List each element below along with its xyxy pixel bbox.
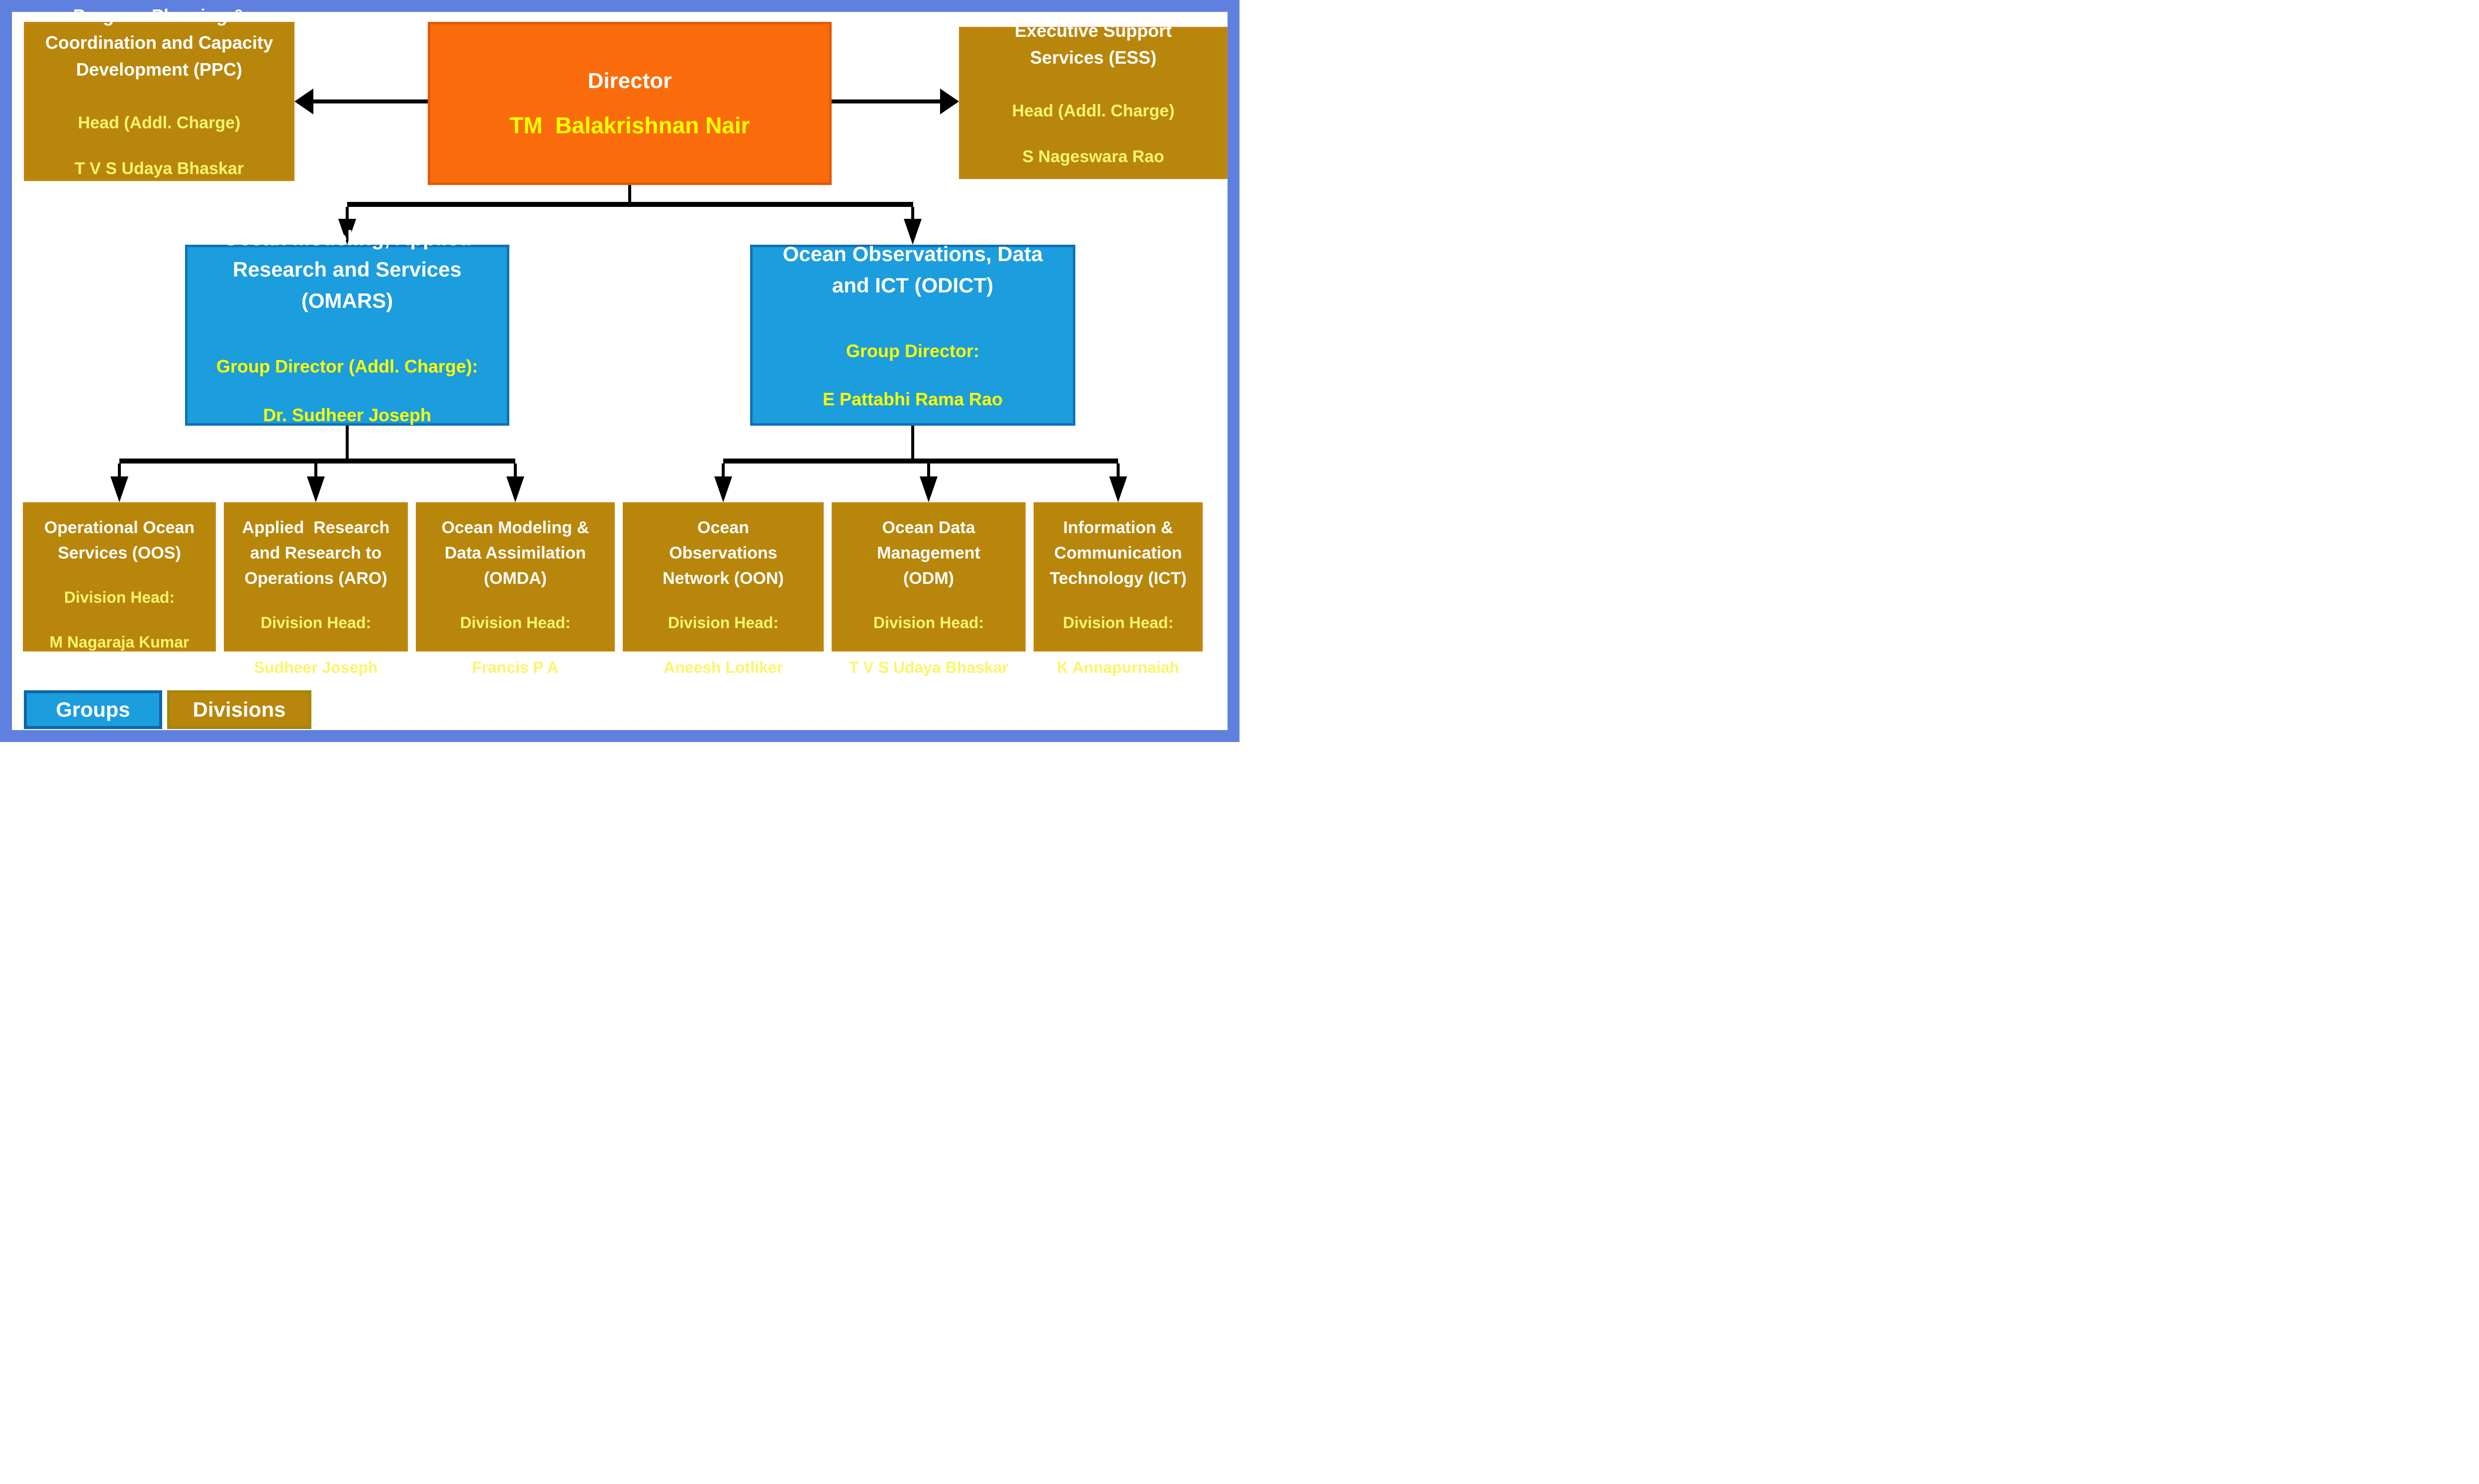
legend-divisions: Divisions <box>167 690 311 729</box>
omars-role: Group Director (Addl. Charge): <box>216 356 478 377</box>
connector-drop-ict-line <box>1117 464 1120 476</box>
ess-subtitle: Head (Addl. Charge) S Nageswara Rao <box>1012 79 1175 188</box>
oon-subtitle: Division Head: Aneesh Lotliker <box>664 591 783 699</box>
ppc-head: T V S Udaya Bhaskar <box>74 159 244 178</box>
aro-subtitle: Division Head: Sudheer Joseph <box>254 591 378 699</box>
node-group-odict: Ocean Observations, Data and ICT (ODICT)… <box>750 242 1075 426</box>
oos-subtitle: Division Head: M Nagaraja Kumar <box>50 566 190 674</box>
arrowhead-down-odm-icon <box>920 476 938 502</box>
odict-title: Ocean Observations, Data and ICT (ODICT) <box>782 242 1043 297</box>
omda-title: Ocean Modeling & Data Assimilation (OMDA… <box>441 518 589 588</box>
node-division-omda: Ocean Modeling & Data Assimilation (OMDA… <box>416 502 615 676</box>
connector-odict-stem <box>911 426 914 459</box>
connector-odict-bar <box>723 459 1118 464</box>
node-division-aro: Applied Research and Research to Operati… <box>224 502 408 676</box>
connector-level1-bar <box>347 202 913 207</box>
ppc-title: Program Planning & Coordination and Capa… <box>45 5 274 80</box>
oos-head: M Nagaraja Kumar <box>49 633 190 651</box>
odm-head: T V S Udaya Bhaskar <box>849 658 1009 677</box>
connector-drop-omars-line <box>346 207 349 221</box>
connector-director-stem <box>628 185 631 202</box>
connector-omars-stem <box>346 426 349 459</box>
legend-groups: Groups <box>24 690 162 729</box>
arrowhead-down-omda-icon <box>506 476 524 502</box>
odict-head: E Pattabhi Rama Rao <box>822 389 1003 409</box>
ess-head: S Nageswara Rao <box>1022 147 1164 166</box>
director-name: TM Balakrishnan Nair <box>509 112 750 138</box>
ppc-role: Head (Addl. Charge) <box>78 113 241 132</box>
node-division-oon: Ocean Observations Network (OON) Divisio… <box>623 502 824 676</box>
ict-head: K Annapurnaiah <box>1057 658 1179 677</box>
oos-title: Operational Ocean Services (OOS) <box>44 518 195 562</box>
ppc-subtitle: Head (Addl. Charge) T V S Udaya Bhaskar <box>75 91 244 200</box>
node-director: Director TM Balakrishnan Nair <box>428 22 832 185</box>
node-division-oos: Operational Ocean Services (OOS) Divisio… <box>23 502 216 651</box>
connector-omars-bar <box>119 459 515 464</box>
aro-head: Sudheer Joseph <box>254 658 378 677</box>
oon-head: Aneesh Lotliker <box>663 658 783 677</box>
arrowhead-down-aro-icon <box>307 476 325 502</box>
odm-title: Ocean Data Management (ODM) <box>877 518 980 588</box>
omars-head: Dr. Sudheer Joseph <box>263 404 432 425</box>
omars-subtitle: Group Director (Addl. Charge): Dr. Sudhe… <box>216 333 478 448</box>
odict-subtitle: Group Director: E Pattabhi Rama Rao <box>823 318 1003 432</box>
arrowhead-down-oon-icon <box>714 476 732 502</box>
ict-subtitle: Division Head: K Annapurnaiah <box>1057 591 1179 699</box>
connector-drop-aro-line <box>314 464 317 476</box>
ict-role: Division Head: <box>1062 614 1174 632</box>
ess-role: Head (Addl. Charge) <box>1012 101 1175 120</box>
director-title: Director <box>587 69 672 93</box>
connector-director-ess-line <box>832 99 943 103</box>
connector-drop-oon-line <box>722 464 725 476</box>
connector-director-ppc-line <box>312 99 428 103</box>
aro-title: Applied Research and Research to Operati… <box>242 518 390 588</box>
odict-role: Group Director: <box>846 340 979 361</box>
connector-drop-odm-line <box>927 464 930 476</box>
connector-drop-oos-line <box>118 464 121 476</box>
odm-role: Division Head: <box>873 614 984 632</box>
arrowhead-down-omars-icon <box>338 219 356 245</box>
omda-role: Division Head: <box>460 614 571 632</box>
arrowhead-right-ess-icon <box>940 89 959 114</box>
connector-drop-omda-line <box>514 464 517 476</box>
node-division-ict: Information & Communication Technology (… <box>1034 502 1203 676</box>
arrowhead-left-ppc-icon <box>294 89 313 114</box>
omda-head: Francis P A <box>472 658 559 677</box>
oon-role: Division Head: <box>667 614 779 632</box>
arrowhead-down-odict-icon <box>904 219 922 245</box>
oos-role: Division Head: <box>64 588 175 606</box>
aro-role: Division Head: <box>260 614 372 632</box>
ict-title: Information & Communication Technology (… <box>1049 518 1187 588</box>
node-group-omars: Ocean Modeling, Applied Research and Ser… <box>185 226 509 426</box>
arrowhead-down-oos-icon <box>110 476 128 502</box>
omda-subtitle: Division Head: Francis P A <box>460 591 571 699</box>
connector-drop-odict-line <box>911 207 914 221</box>
org-chart: Program Planning & Coordination and Capa… <box>12 5 1228 730</box>
legend-groups-label: Groups <box>56 698 130 721</box>
node-division-odm: Ocean Data Management (ODM) Division Hea… <box>832 502 1026 676</box>
ess-title: Executive Support Services (ESS) <box>1014 20 1172 68</box>
oon-title: Ocean Observations Network (OON) <box>663 518 784 588</box>
node-ess: Executive Support Services (ESS) Head (A… <box>959 20 1228 179</box>
legend-divisions-label: Divisions <box>192 698 286 721</box>
arrowhead-down-ict-icon <box>1109 476 1127 502</box>
omars-title: Ocean Modeling, Applied Research and Ser… <box>222 226 472 313</box>
org-chart-frame: Program Planning & Coordination and Capa… <box>0 0 1240 742</box>
node-ppc: Program Planning & Coordination and Capa… <box>24 5 294 181</box>
odm-subtitle: Division Head: T V S Udaya Bhaskar <box>849 591 1008 699</box>
